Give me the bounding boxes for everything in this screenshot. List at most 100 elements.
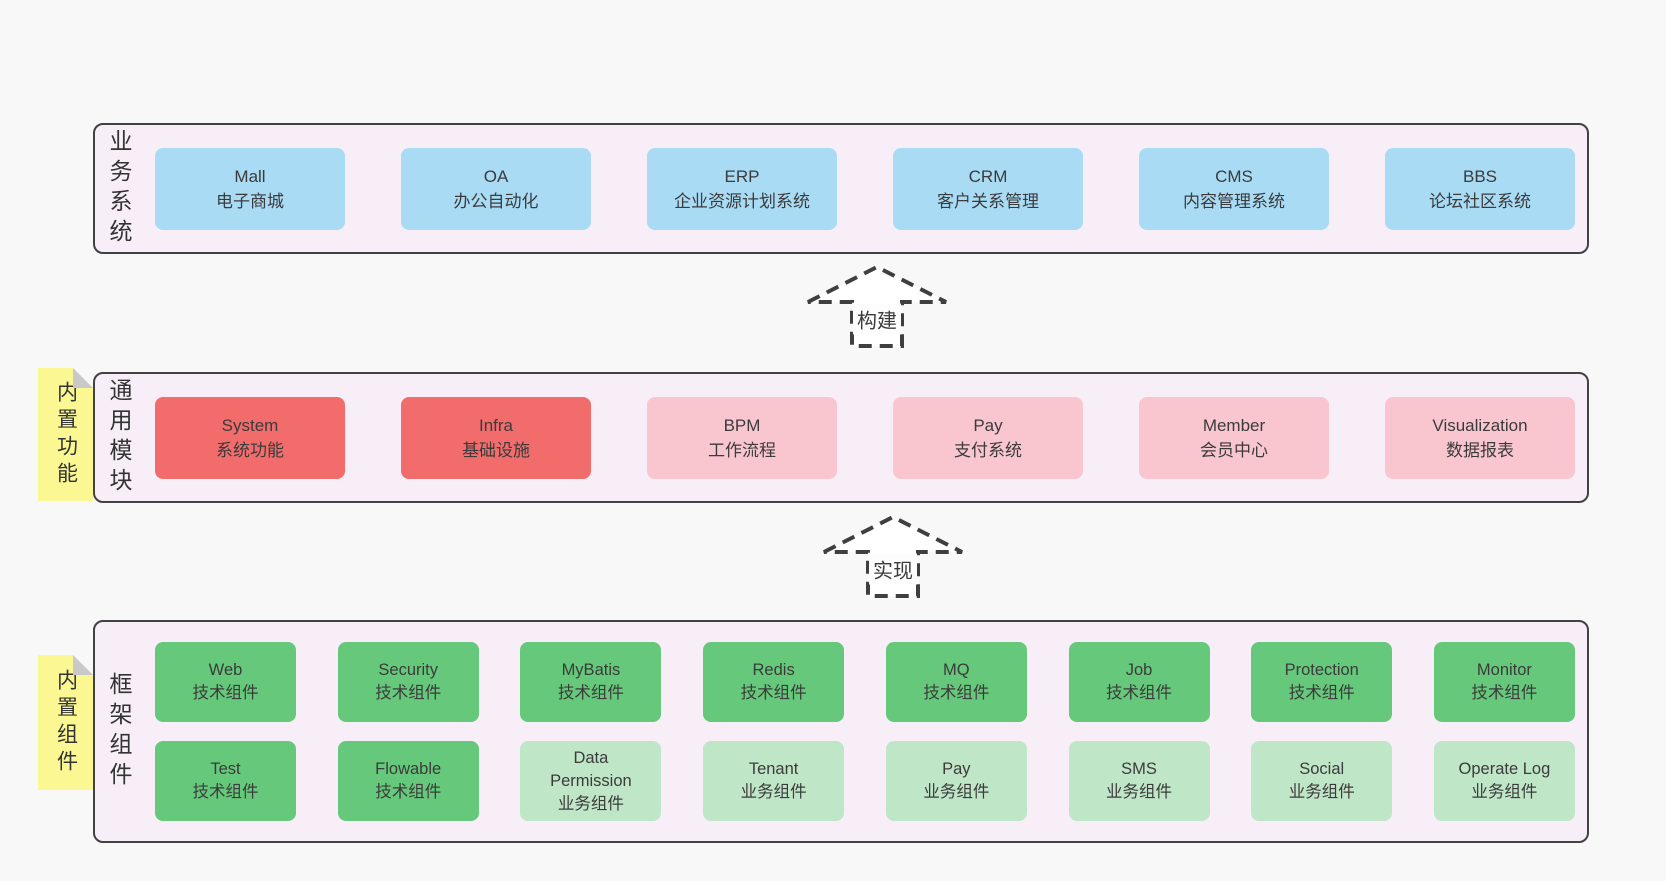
box-subtitle: 系统功能 — [216, 440, 284, 460]
arrow-build: 构建 — [802, 262, 952, 350]
arrow-build-label: 构建 — [853, 303, 901, 335]
box-subtitle: 技术组件 — [923, 683, 990, 702]
box-erp: ERP 企业资源计划系统 — [647, 147, 837, 230]
sticky-label-text: 内置功能 — [54, 380, 78, 489]
box-bpm: BPM 工作流程 — [647, 396, 837, 479]
box-title: Social — [1299, 760, 1345, 779]
box-subtitle: 业务组件 — [740, 783, 807, 802]
box-test: Test 技术组件 — [155, 741, 296, 822]
box-subtitle: 内容管理系统 — [1183, 191, 1285, 211]
box-subtitle: 技术组件 — [1288, 683, 1355, 702]
box-tenant: Tenant 业务组件 — [703, 741, 845, 822]
box-operate-log: Operate Log 业务组件 — [1433, 741, 1575, 822]
box-title: SMS — [1121, 760, 1157, 779]
box-title: Security — [378, 660, 438, 679]
box-job: Job 技术组件 — [1068, 641, 1210, 722]
box-subtitle: 技术组件 — [375, 783, 442, 802]
box-title: Monitor — [1476, 660, 1532, 679]
box-title: Web — [208, 660, 243, 679]
sticky-built-in-features: 内置功能 — [38, 368, 93, 501]
box-title: Infra — [478, 415, 514, 435]
sticky-fold-corner — [73, 368, 93, 388]
box-subtitle: 技术组件 — [740, 683, 807, 702]
box-title: CRM — [968, 166, 1008, 186]
section-label-text: 通用模块 — [106, 377, 132, 498]
framework-row-1: Web 技术组件 Security 技术组件 MyBatis 技术组件 Redi… — [143, 641, 1587, 722]
section-label-business: 业务系统 — [95, 125, 143, 252]
box-title: Flowable — [375, 760, 442, 779]
box-title: Job — [1125, 660, 1153, 679]
framework-row-2: Test 技术组件 Flowable 技术组件 Data Permission … — [143, 741, 1587, 822]
arrow-implement-label: 实现 — [869, 553, 917, 585]
box-protection: Protection 技术组件 — [1251, 641, 1393, 722]
box-subtitle: 业务组件 — [1288, 783, 1355, 802]
box-subtitle: 技术组件 — [375, 683, 442, 702]
box-subtitle: 技术组件 — [557, 683, 624, 702]
box-title: MQ — [943, 660, 970, 679]
box-title: Pay — [942, 760, 971, 779]
box-infra: Infra 基础设施 — [401, 396, 591, 479]
box-data-permission: Data Permission 业务组件 — [520, 741, 662, 822]
box-pay: Pay 支付系统 — [893, 396, 1083, 479]
box-title: Operate Log — [1458, 760, 1551, 779]
box-crm: CRM 客户关系管理 — [893, 147, 1083, 230]
box-security: Security 技术组件 — [337, 641, 479, 722]
box-web: Web 技术组件 — [155, 641, 296, 722]
box-visualization: Visualization 数据报表 — [1385, 396, 1575, 479]
box-subtitle: 技术组件 — [192, 783, 259, 802]
box-bbs: BBS 论坛社区系统 — [1385, 147, 1575, 230]
box-social: Social 业务组件 — [1251, 741, 1393, 822]
box-title: Visualization — [1432, 415, 1528, 435]
box-monitor: Monitor 技术组件 — [1433, 641, 1575, 722]
box-title: Test — [210, 760, 241, 779]
box-subtitle: 企业资源计划系统 — [674, 191, 810, 211]
section-label-modules: 通用模块 — [95, 374, 143, 501]
box-subtitle: 会员中心 — [1200, 440, 1268, 460]
sticky-label-text: 内置组件 — [54, 668, 78, 777]
arrow-implement: 实现 — [818, 512, 968, 600]
box-subtitle: 电子商城 — [216, 191, 284, 211]
box-subtitle: 论坛社区系统 — [1429, 191, 1531, 211]
section-label-text: 业务系统 — [106, 128, 132, 249]
box-subtitle: 业务组件 — [1471, 783, 1538, 802]
modules-box-row: System 系统功能 Infra 基础设施 BPM 工作流程 Pay 支付系统… — [143, 374, 1587, 501]
framework-box-grid: Web 技术组件 Security 技术组件 MyBatis 技术组件 Redi… — [143, 622, 1587, 841]
box-subtitle: 工作流程 — [708, 440, 776, 460]
box-title: Redis — [752, 660, 795, 679]
box-title: ERP — [724, 166, 760, 186]
box-sms: SMS 业务组件 — [1068, 741, 1210, 822]
box-title: Protection — [1284, 660, 1359, 679]
business-box-row: Mall 电子商城 OA 办公自动化 ERP 企业资源计划系统 CRM 客户关系… — [143, 125, 1587, 252]
box-pay-component: Pay 业务组件 — [885, 741, 1027, 822]
sticky-fold-corner — [73, 655, 93, 675]
section-label-text: 框架组件 — [106, 671, 132, 792]
box-member: Member 会员中心 — [1139, 396, 1329, 479]
box-subtitle: 客户关系管理 — [937, 191, 1039, 211]
box-subtitle: 技术组件 — [1471, 683, 1538, 702]
box-subtitle: 数据报表 — [1446, 440, 1514, 460]
box-title: System — [221, 415, 279, 435]
box-subtitle: 支付系统 — [954, 440, 1022, 460]
box-subtitle: 业务组件 — [557, 794, 624, 813]
box-system: System 系统功能 — [155, 396, 345, 479]
box-mq: MQ 技术组件 — [885, 641, 1027, 722]
box-subtitle: 办公自动化 — [453, 191, 539, 211]
box-title: Data Permission — [550, 748, 632, 790]
box-mall: Mall 电子商城 — [155, 147, 345, 230]
box-subtitle: 业务组件 — [1106, 783, 1173, 802]
box-title: Member — [1202, 415, 1266, 435]
box-subtitle: 业务组件 — [923, 783, 990, 802]
sticky-built-in-components: 内置组件 — [38, 655, 93, 790]
box-title: BPM — [723, 415, 761, 435]
box-subtitle: 技术组件 — [192, 683, 259, 702]
box-title: Mall — [234, 166, 266, 186]
box-redis: Redis 技术组件 — [703, 641, 845, 722]
section-business-systems: 业务系统 Mall 电子商城 OA 办公自动化 ERP 企业资源计划系统 CRM… — [93, 123, 1589, 254]
box-flowable: Flowable 技术组件 — [337, 741, 479, 822]
section-framework-components: 框架组件 Web 技术组件 Security 技术组件 MyBatis 技术组件… — [93, 620, 1589, 843]
box-title: OA — [483, 166, 509, 186]
box-title: MyBatis — [561, 660, 621, 679]
section-label-framework: 框架组件 — [95, 622, 143, 841]
box-subtitle: 技术组件 — [1106, 683, 1173, 702]
box-title: CMS — [1215, 166, 1253, 186]
